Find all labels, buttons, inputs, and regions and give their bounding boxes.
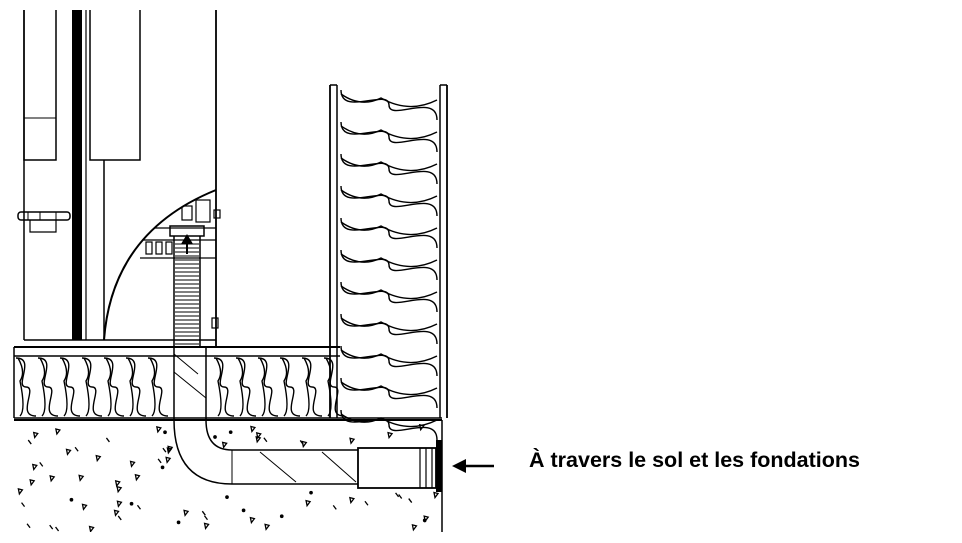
floor-insulation <box>13 346 442 419</box>
burner-cavity <box>103 189 217 341</box>
arrow-left-icon <box>452 459 494 473</box>
concrete-foundation <box>14 419 443 532</box>
exterior-wall <box>329 84 448 441</box>
arrow-up-icon <box>181 234 193 254</box>
buried-intake-pipe <box>173 348 442 492</box>
appliance-cabinet <box>17 10 221 347</box>
intake-pipe-vertical <box>169 225 205 348</box>
callout-label: À travers le sol et les fondations <box>529 448 860 472</box>
